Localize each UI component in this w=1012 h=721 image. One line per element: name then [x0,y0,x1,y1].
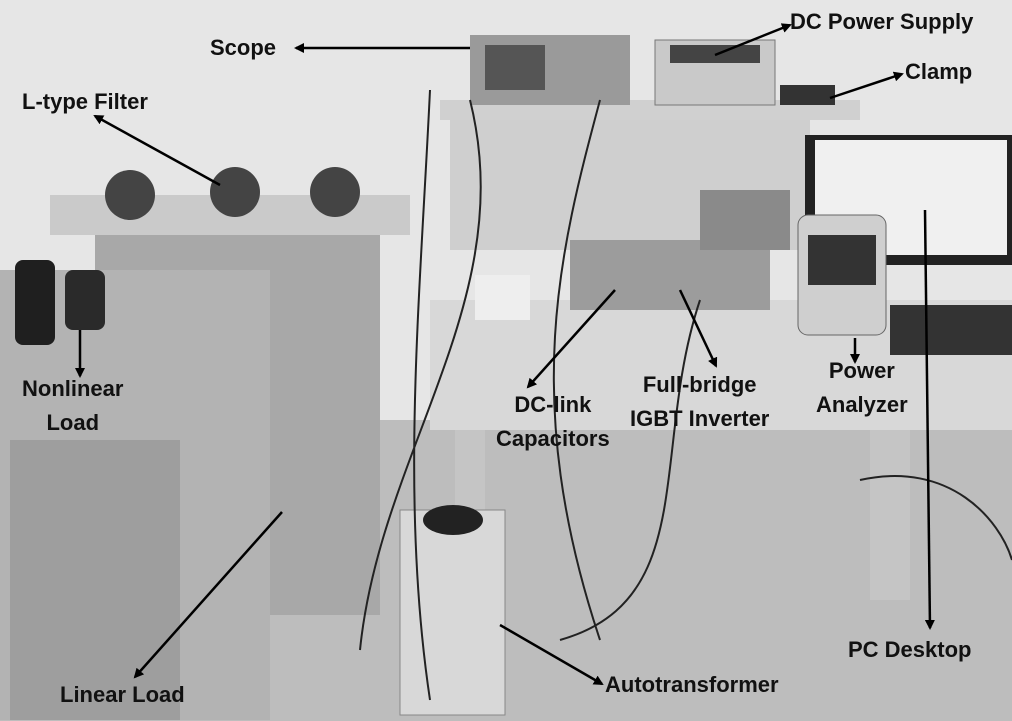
inverter-board [570,240,770,310]
label-linear-load: Linear Load [60,682,185,707]
keyboard [890,305,1012,355]
label-power-analyzer-line1: Power [828,358,895,383]
label-igbt-inverter: Full-bridge IGBT Inverter [630,368,769,436]
autotransformer [399,509,506,716]
desk-leg [870,430,910,600]
label-autotransformer: Autotransformer [605,672,779,697]
label-pc-desktop: PC Desktop [848,637,972,662]
breakers [475,275,530,320]
filter-inductor [210,167,260,217]
nonlinear-load-capacitor [15,260,55,345]
label-dc-power-supply: DC Power Supply [790,9,974,34]
label-inverter-line1: Full-bridge [642,372,757,397]
label-clamp: Clamp [905,59,973,84]
label-l-type-filter: L-type Filter [22,89,148,114]
label-nonlinear-load-line2: Load [46,410,100,435]
label-inverter-line2: IGBT Inverter [630,406,770,431]
label-dc-link-line1: DC-link [514,392,592,417]
label-scope: Scope [210,35,277,60]
clamp-probe [780,85,835,105]
label-dc-link-capacitors: DC-link Capacitors [496,388,610,456]
filter-inductor [105,170,155,220]
dc-power-display [670,45,760,63]
oscilloscope-screen [485,45,545,90]
label-power-analyzer: Power Analyzer [816,354,908,422]
label-nonlinear-load: Nonlinear Load [22,372,123,440]
inverter-box [700,190,790,250]
label-power-analyzer-line2: Analyzer [816,392,908,417]
power-analyzer-screen [808,235,876,285]
label-nonlinear-load-line1: Nonlinear [22,376,124,401]
filter-inductor [310,167,360,217]
autotransformer-knob [423,505,483,535]
label-dc-link-line2: Capacitors [496,426,610,451]
nonlinear-load-capacitor [65,270,105,330]
